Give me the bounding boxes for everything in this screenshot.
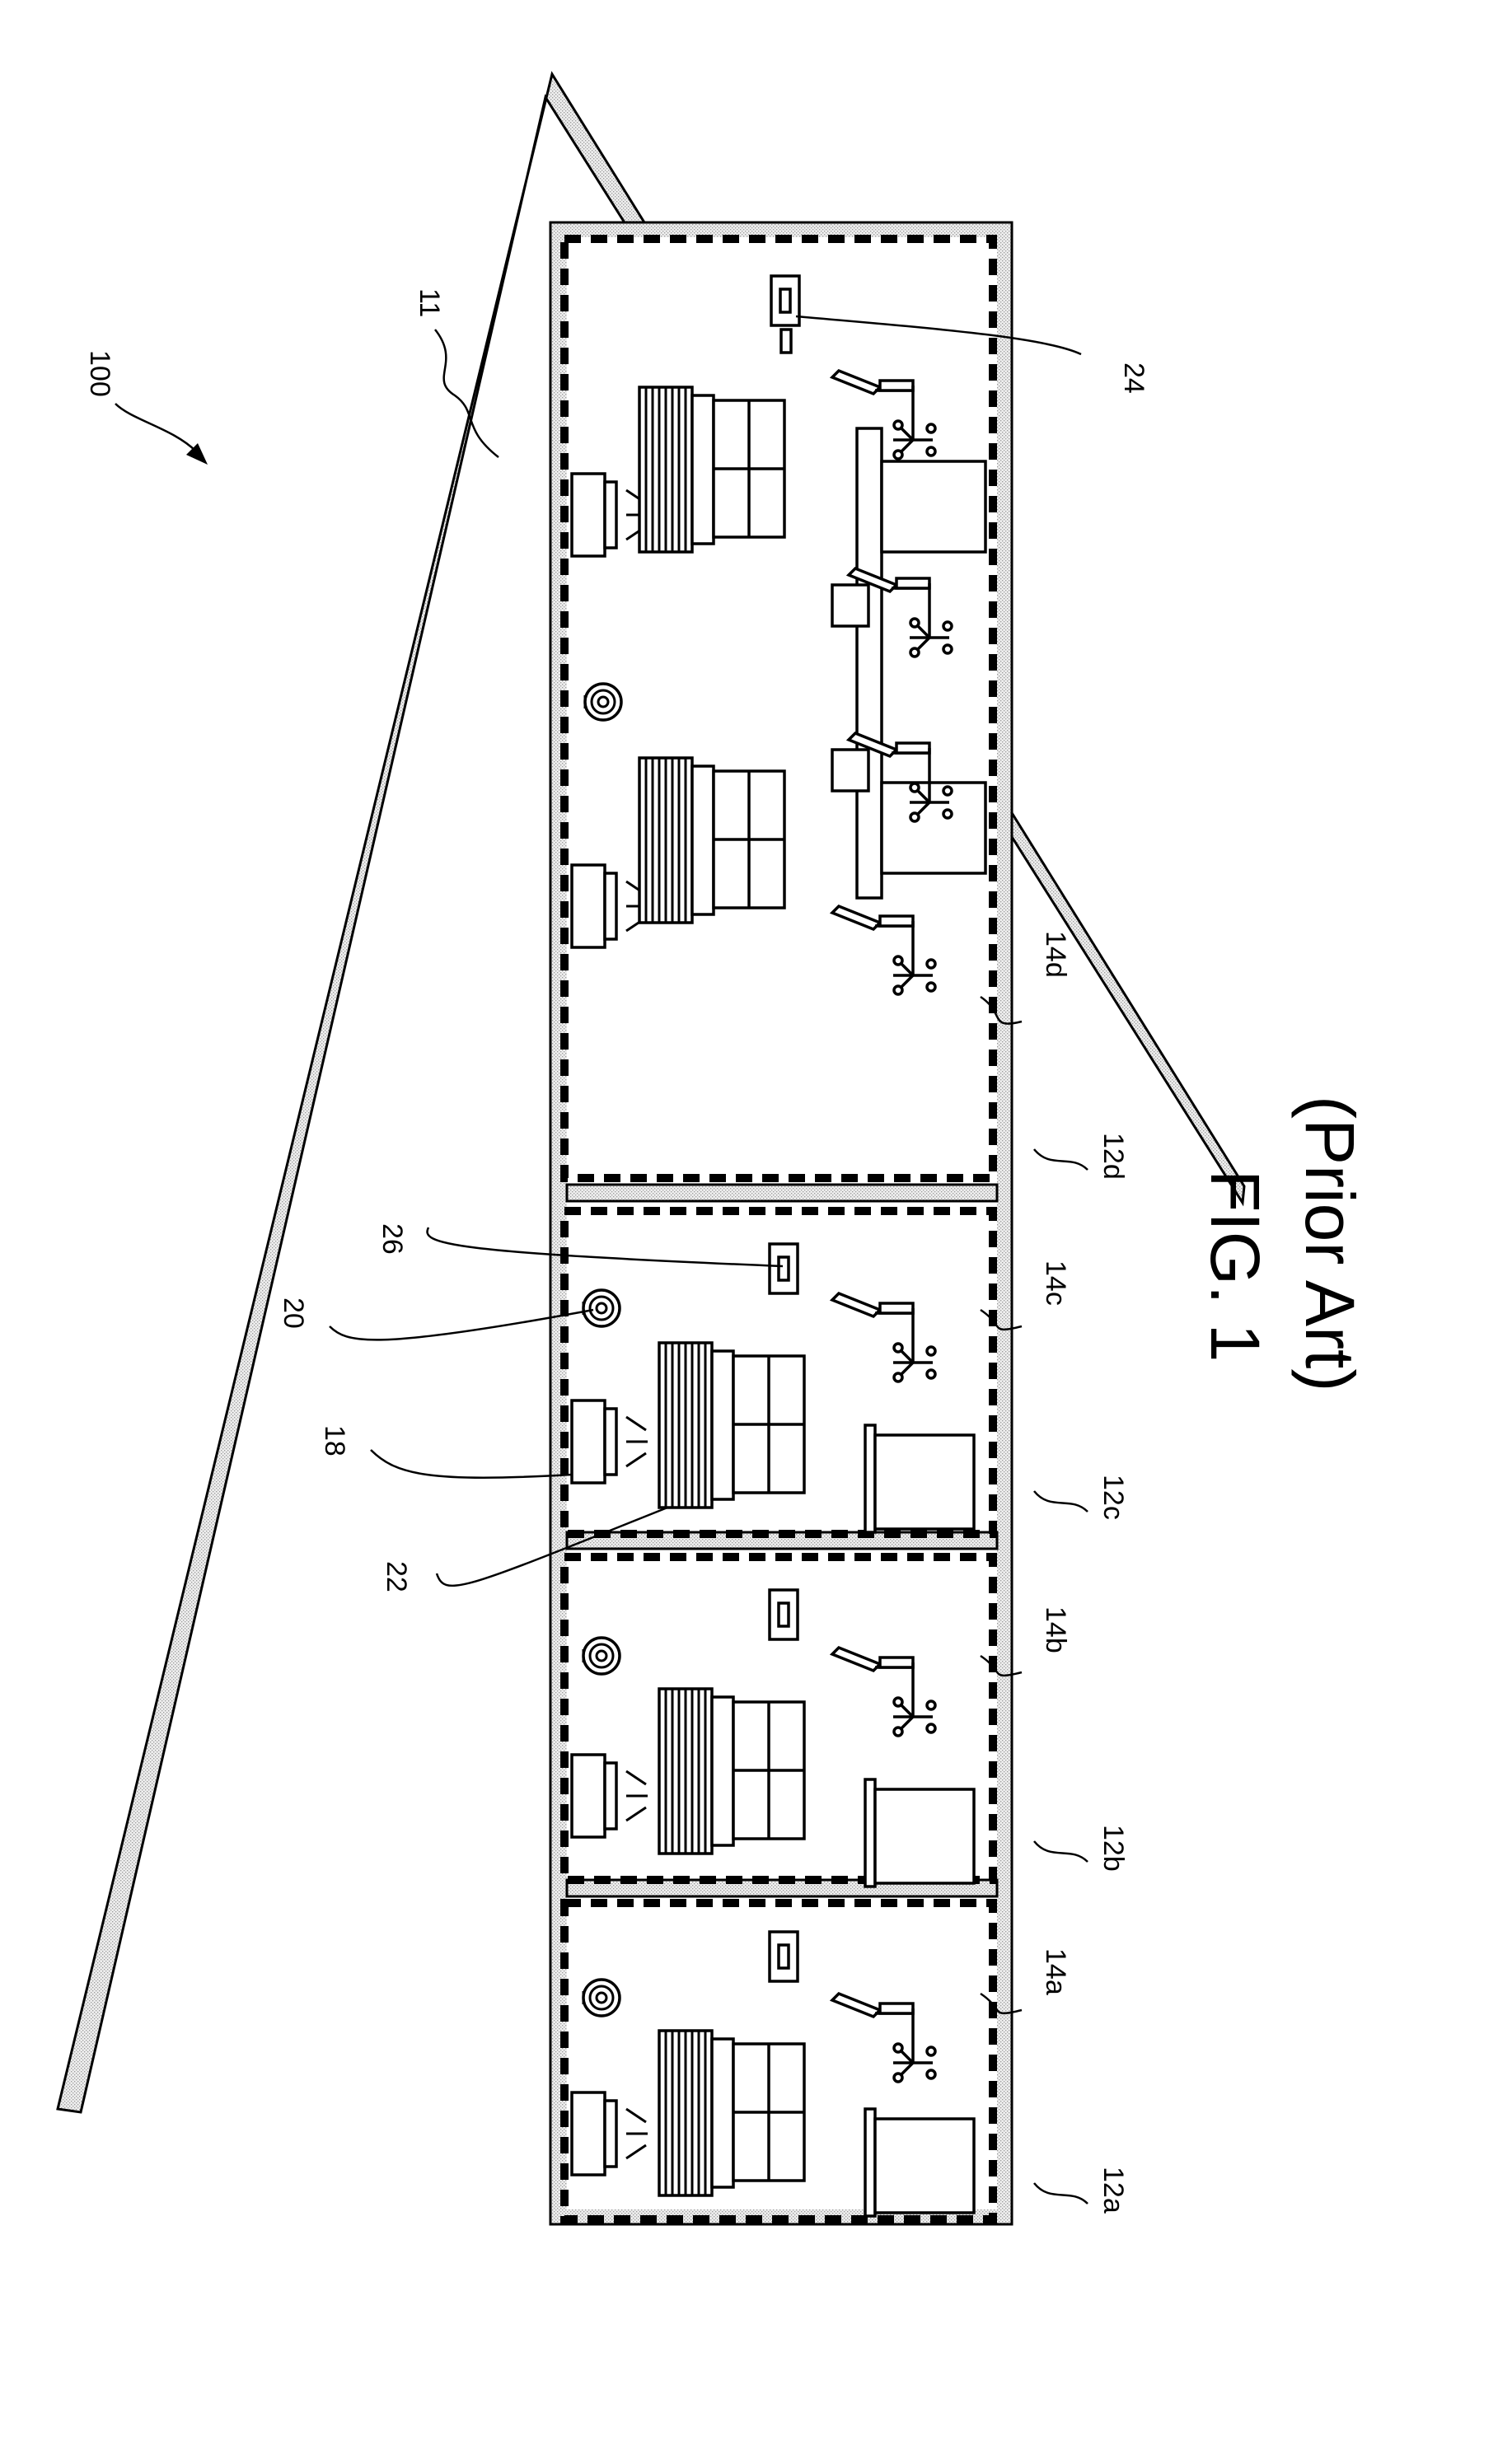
desk xyxy=(865,1779,974,1887)
partition-wall xyxy=(567,1185,997,1201)
wall-switch xyxy=(770,1932,798,1981)
label-18: 18 xyxy=(319,1425,350,1456)
window-with-blind xyxy=(659,1689,804,1854)
figure-caption-title: FIG. 1 xyxy=(1196,1170,1274,1362)
desk xyxy=(865,1425,974,1532)
label-11: 11 xyxy=(414,288,445,317)
sensor xyxy=(583,1638,620,1674)
sensor xyxy=(583,1980,620,2016)
leader-18 xyxy=(371,1450,572,1478)
label-12c: 12c xyxy=(1098,1475,1129,1520)
label-100: 100 xyxy=(84,350,115,397)
conference-table xyxy=(857,428,882,898)
label-20: 20 xyxy=(278,1297,309,1329)
window-with-blind xyxy=(639,387,784,552)
label-14a: 14a xyxy=(1040,1948,1071,1995)
label-12d: 12d xyxy=(1098,1133,1129,1180)
label-14c: 14c xyxy=(1040,1260,1071,1306)
leader-12b xyxy=(1034,1841,1088,1862)
wall-switch xyxy=(770,1244,798,1293)
table-leg xyxy=(882,461,985,552)
sensor xyxy=(585,684,621,720)
leader-12d xyxy=(1034,1149,1088,1170)
label-26: 26 xyxy=(377,1223,408,1255)
window-with-blind xyxy=(639,758,784,923)
desk xyxy=(865,2109,974,2216)
wall-switch xyxy=(770,1590,798,1639)
leader-12a xyxy=(1034,2183,1088,2204)
leader-100 xyxy=(115,404,196,451)
label-14d: 14d xyxy=(1040,931,1071,978)
window-with-blind xyxy=(659,2031,804,2195)
leader-12c xyxy=(1034,1491,1088,1512)
label-22: 22 xyxy=(381,1561,412,1592)
window-with-blind xyxy=(659,1343,804,1508)
table-leg xyxy=(882,783,985,873)
wall-switch xyxy=(771,276,799,325)
sensor xyxy=(583,1290,620,1326)
label-12a: 12a xyxy=(1098,2167,1129,2214)
label-12b: 12b xyxy=(1098,1825,1129,1872)
label-24: 24 xyxy=(1118,362,1149,394)
label-14b: 14b xyxy=(1040,1606,1071,1653)
figure-caption-subtitle: (Prior Art) xyxy=(1291,1096,1369,1391)
